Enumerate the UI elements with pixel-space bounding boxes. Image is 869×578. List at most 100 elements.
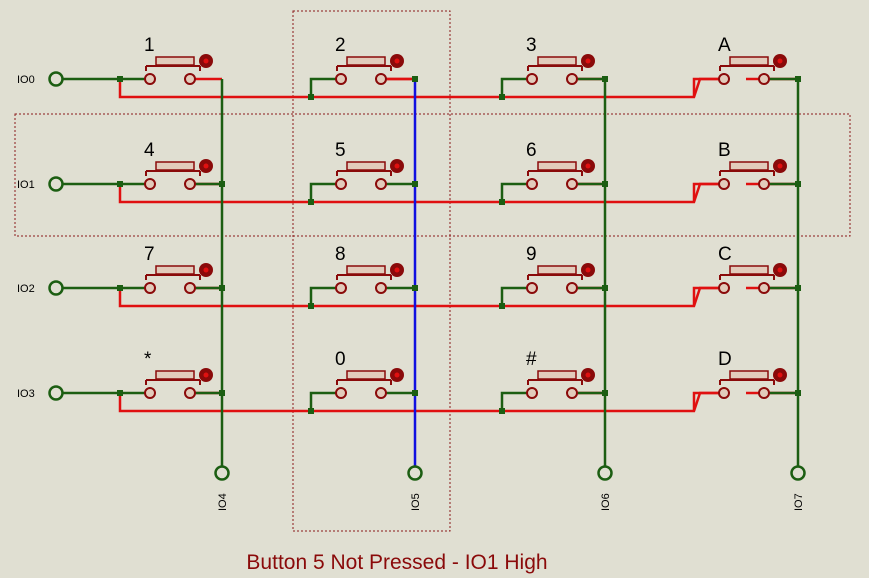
button-pad-left [718,73,730,85]
button-pad-left [335,282,347,294]
button-plunger [155,56,195,66]
button-label: C [718,244,732,265]
pushbutton: 1 [144,35,213,85]
button-pad-left [718,282,730,294]
button-state-dot-center [203,372,209,378]
junction-dot [219,285,225,291]
button-state-dot-center [777,58,783,64]
button-feed-wire [500,77,532,97]
button-feed-wire [500,391,532,411]
button-label: * [144,349,152,370]
junction-dot [499,408,505,414]
button-plunger [729,161,769,171]
column-pin-label: IO7 [793,493,805,511]
button-state-dot-center [777,267,783,273]
button-state-dot-center [394,163,400,169]
button-plunger [537,370,577,380]
pushbutton: 9 [526,244,595,294]
button-plunger [537,161,577,171]
junction-dot [219,181,225,187]
button-state-dot-center [585,267,591,273]
column-pin-label: IO5 [410,493,422,511]
button-label: A [718,35,731,56]
junction-dot [602,285,608,291]
button-pad-right [566,73,578,85]
button-feed-wire [309,77,341,97]
button-pad-right [566,387,578,399]
junction-dot [602,76,608,82]
button-label: 1 [144,35,155,56]
column-pin-terminal [790,465,806,481]
junction-dot [117,76,123,82]
junction-dot [412,285,418,291]
button-pad-right [375,178,387,190]
pushbutton: # [526,349,595,399]
junction-dot [308,199,314,205]
button-plunger [729,370,769,380]
junction-dot [117,285,123,291]
row-pin-label: IO1 [17,179,35,191]
button-label: # [526,349,537,370]
button-state-dot-center [203,163,209,169]
junction-dot [117,390,123,396]
junction-dot [308,94,314,100]
button-state-dot-center [203,267,209,273]
button-pad-right [758,178,770,190]
row-pin-label: IO0 [17,74,35,86]
button-feed-wire [692,391,724,411]
junction-dot [499,199,505,205]
junction-dot [412,181,418,187]
button-pad-right [184,73,196,85]
junction-dot [499,303,505,309]
pushbutton: 2 [335,35,404,85]
button-plunger [537,56,577,66]
button-pad-left [335,178,347,190]
button-plunger [155,265,195,275]
button-pad-left [335,387,347,399]
pushbutton: * [144,349,213,399]
pushbutton: 6 [526,140,595,190]
button-pad-left [718,178,730,190]
junction-dot [602,181,608,187]
button-label: 2 [335,35,346,56]
button-pad-left [144,178,156,190]
pushbutton: 7 [144,244,213,294]
junction-dot [308,303,314,309]
button-label: 0 [335,349,346,370]
pushbutton: B [718,140,787,190]
junction-dot [795,390,801,396]
button-pad-right [375,387,387,399]
status-caption: Button 5 Not Pressed - IO1 High [246,551,547,574]
button-label: B [718,140,731,161]
button-pad-right [758,73,770,85]
button-state-dot-center [585,372,591,378]
button-state-dot-center [394,372,400,378]
junction-dot [219,390,225,396]
pushbutton: A [718,35,787,85]
button-pad-left [526,73,538,85]
button-plunger [346,265,386,275]
button-pad-right [184,282,196,294]
button-plunger [346,56,386,66]
button-pad-right [566,282,578,294]
pushbutton: 8 [335,244,404,294]
column-pin-terminal [214,465,230,481]
button-pad-left [718,387,730,399]
button-pad-left [526,387,538,399]
pushbutton: C [718,244,787,294]
junction-dot [795,181,801,187]
button-pad-right [758,387,770,399]
button-label: 6 [526,140,537,161]
button-state-dot-center [585,58,591,64]
pushbutton: 0 [335,349,404,399]
button-feed-wire [309,182,341,202]
button-plunger [155,161,195,171]
button-label: 8 [335,244,346,265]
button-pad-right [758,282,770,294]
button-pad-left [526,282,538,294]
button-plunger [346,370,386,380]
row-pin-terminal [48,385,64,401]
junction-dot [308,408,314,414]
button-label: 9 [526,244,537,265]
pushbutton: 3 [526,35,595,85]
